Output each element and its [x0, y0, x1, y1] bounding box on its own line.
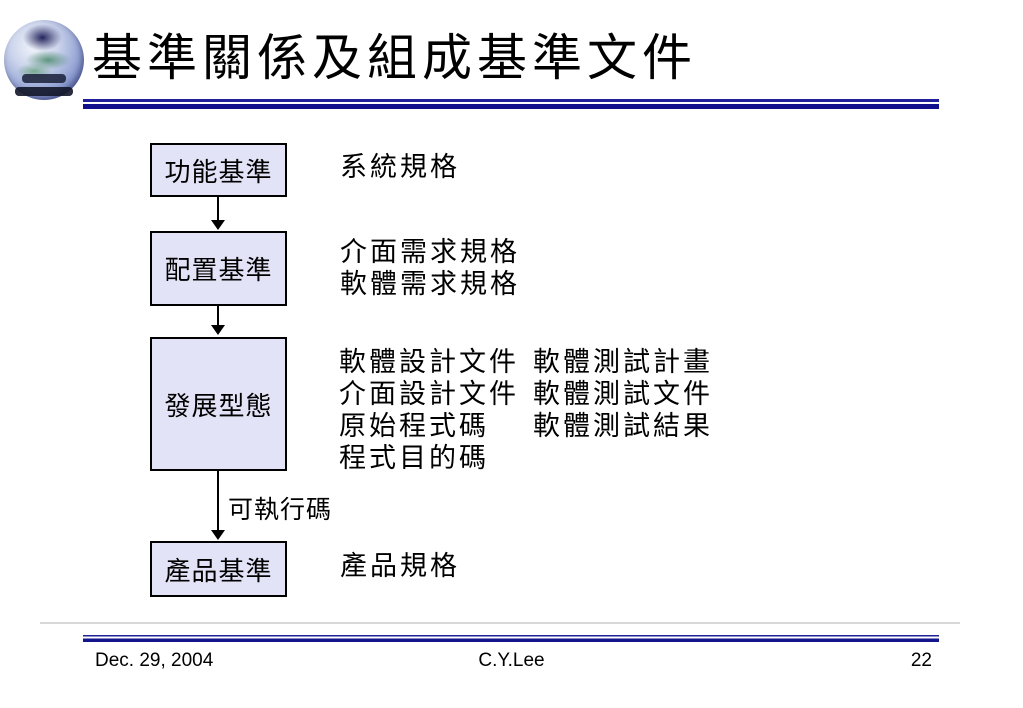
- annotation-functional: 系統規格: [340, 152, 460, 184]
- annotation-product: 產品規格: [340, 551, 460, 583]
- annotation-line: 軟體測試結果: [533, 411, 713, 442]
- annotation-line: 軟體測試文件: [533, 379, 713, 410]
- annotation-allocated: 介面需求規格 軟體需求規格: [340, 237, 520, 301]
- arrow-label-executable-code: 可執行碼: [228, 495, 333, 524]
- flow-box-label: 發展型態: [164, 391, 273, 422]
- footer-shadow-line: [40, 622, 960, 624]
- annotation-line: 程式目的碼: [339, 443, 489, 474]
- logo-banner: [15, 87, 73, 97]
- annotation-line: 軟體設計文件: [339, 347, 519, 378]
- arrow-allocated-to-development: [217, 306, 219, 326]
- title-underline: [83, 99, 939, 109]
- flow-box-functional-baseline: 功能基準: [150, 143, 287, 197]
- arrow-functional-to-allocated: [217, 197, 219, 221]
- down-arrow-icon: [211, 530, 225, 540]
- logo-banner: [21, 74, 67, 84]
- down-arrow-icon: [211, 220, 225, 230]
- annotation-line: 產品規格: [340, 551, 460, 582]
- flow-box-product-baseline: 產品基準: [150, 541, 287, 597]
- footer-underline: [83, 635, 939, 642]
- flow-box-label: 功能基準: [164, 157, 273, 188]
- flow-box-label: 產品基準: [164, 556, 273, 587]
- annotation-line: 介面設計文件: [339, 379, 519, 410]
- footer-date: Dec. 29, 2004: [95, 650, 214, 671]
- page-title: 基準關係及組成基準文件: [92, 29, 697, 87]
- annotation-development-right: 軟體測試計畫 軟體測試文件 軟體測試結果: [533, 347, 713, 443]
- globe-logo-icon: [4, 20, 84, 100]
- annotation-line: 系統規格: [340, 152, 460, 183]
- annotation-line: 軟體需求規格: [340, 269, 520, 300]
- flow-box-development-configuration: 發展型態: [150, 337, 287, 471]
- annotation-line: 軟體測試計畫: [533, 347, 713, 378]
- annotation-line: 原始程式碼: [339, 411, 489, 442]
- page-number: 22: [910, 650, 932, 671]
- down-arrow-icon: [211, 325, 225, 335]
- flow-box-allocated-baseline: 配置基準: [150, 231, 287, 306]
- arrow-development-to-product: [217, 471, 219, 531]
- footer-author: C.Y.Lee: [478, 650, 545, 671]
- annotation-development-left: 軟體設計文件 介面設計文件 原始程式碼 程式目的碼: [339, 347, 519, 475]
- flow-box-label: 配置基準: [164, 256, 273, 286]
- annotation-line: 介面需求規格: [340, 237, 520, 268]
